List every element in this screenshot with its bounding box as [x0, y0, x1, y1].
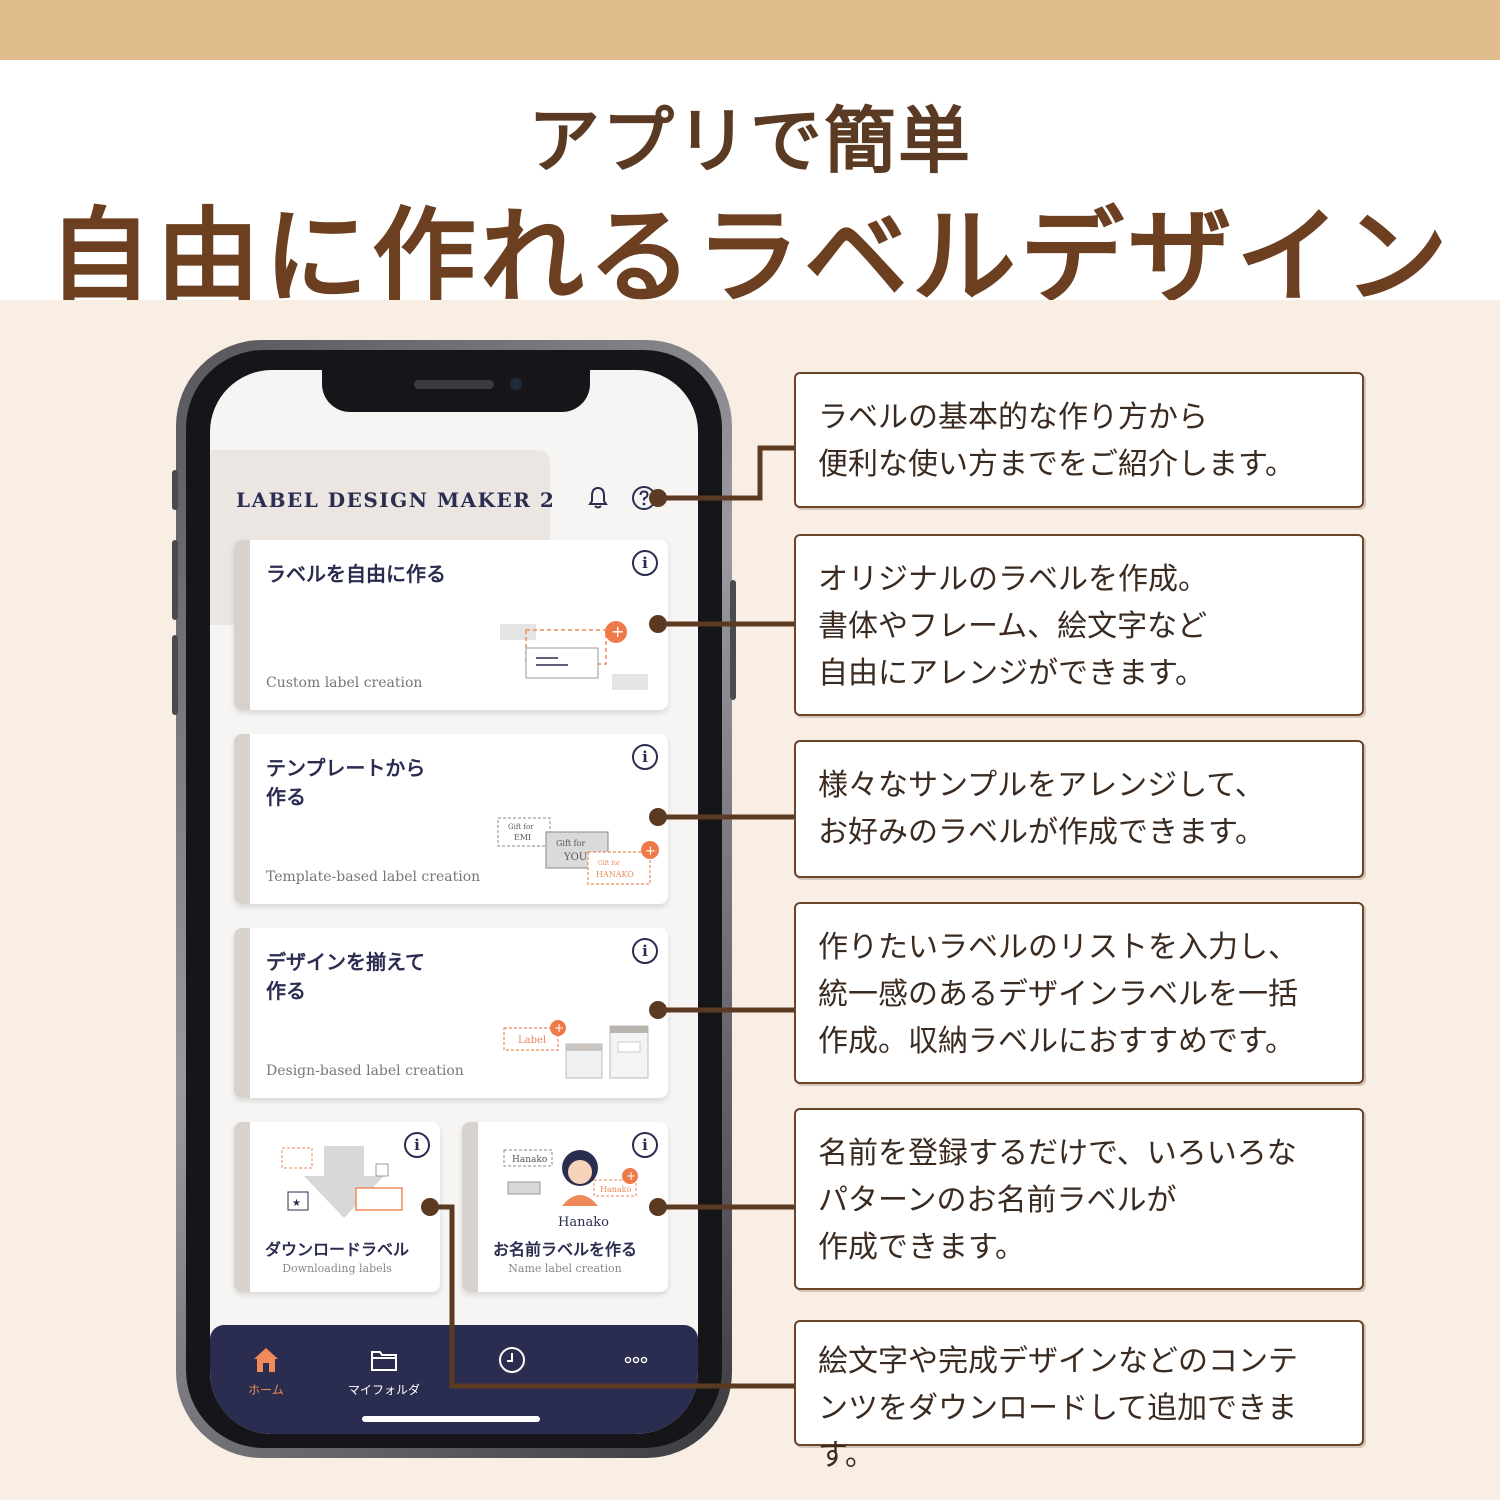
tab-more[interactable]	[586, 1343, 686, 1381]
card-subtitle: Design-based label creation	[266, 1063, 464, 1079]
card-download-labels[interactable]: i ★ ダウンロードラベル Downloading labels	[234, 1122, 440, 1292]
illustration-name: Hanako	[558, 1215, 609, 1230]
svg-text:+: +	[554, 1021, 564, 1035]
headline-line2: 自由に作れるラベルデザイン	[47, 196, 1452, 318]
callout-template-label: 様々なサンプルをアレンジして、 お好みのラベルが作成できます。	[794, 740, 1364, 878]
headline-line1: アプリで簡単	[527, 99, 972, 183]
card-title: ダウンロードラベル	[264, 1240, 409, 1259]
card-subtitle: Custom label creation	[266, 675, 423, 691]
top-band	[0, 0, 1500, 60]
design-label-illustration: Label +	[503, 1020, 649, 1079]
hanako-small-text: Hanako	[600, 1185, 632, 1194]
card-subtitle: Name label creation	[508, 1262, 622, 1275]
card-title: デザインを揃えて 作る	[266, 950, 425, 1003]
info-icon[interactable]: i	[404, 1132, 430, 1158]
template-label-illustration: Gift for EMI Gift for YOU Gift for HANAK…	[497, 817, 659, 885]
volume-up-button	[172, 540, 178, 620]
callout-name-label: 名前を登録するだけで、いろいろな パターンのお名前ラベルが 作成できます。	[794, 1108, 1364, 1290]
info-icon[interactable]: i	[632, 1132, 658, 1158]
info-icon[interactable]: i	[632, 938, 658, 964]
mute-switch	[172, 470, 178, 510]
you-text: YOU	[563, 852, 587, 863]
info-icon[interactable]: i	[632, 744, 658, 770]
info-icon[interactable]: i	[632, 550, 658, 576]
download-illustration: ★	[281, 1146, 403, 1218]
label-text: Label	[518, 1035, 546, 1046]
svg-text:+: +	[626, 1169, 636, 1183]
callout-text: 様々なサンプルをアレンジして、 お好みのラベルが作成できます。	[818, 768, 1265, 850]
svg-text:+: +	[645, 844, 656, 859]
more-icon	[624, 1356, 648, 1364]
hanako-small-text: Hanako	[512, 1155, 547, 1165]
callout-text: 絵文字や完成デザインなどのコンテ ンツをダウンロードして追加できます。	[818, 1344, 1298, 1473]
card-subtitle: Downloading labels	[282, 1262, 392, 1275]
svg-text:+: +	[611, 622, 624, 641]
card-subtitle: Template-based label creation	[266, 869, 481, 885]
app-screen: LABEL DESIGN MAKER 2 ラベルを自由に作る Custom la…	[210, 370, 698, 1434]
svg-text:★: ★	[292, 1198, 301, 1209]
tab-home[interactable]: ホーム	[216, 1343, 316, 1398]
headline-area: アプリで簡単 自由に作れるラベルデザイン	[0, 60, 1500, 318]
gift-for-text: Gift for	[556, 839, 585, 848]
home-icon	[254, 1348, 278, 1372]
tab-history[interactable]	[462, 1343, 562, 1381]
name-label-illustration: Hanako Hanako + Hanako	[503, 1149, 638, 1230]
card-design-label[interactable]: デザインを揃えて 作る Design-based label creation …	[234, 928, 668, 1098]
callout-custom-label: オリジナルのラベルを作成。 書体やフレーム、絵文字など 自由にアレンジができます…	[794, 534, 1364, 716]
volume-down-button	[172, 635, 178, 715]
hanako-caps-text: HANAKO	[596, 870, 634, 879]
bell-icon[interactable]	[584, 484, 612, 512]
home-indicator	[362, 1416, 540, 1422]
card-custom-label[interactable]: ラベルを自由に作る Custom label creation i +	[234, 540, 668, 710]
phone-speaker	[414, 380, 494, 389]
gift-for-text: Gift for	[598, 860, 620, 867]
card-name-labels[interactable]: i Hanako Hanako + Hanako お名前ラベルを作る Name …	[462, 1122, 668, 1292]
phone-camera	[510, 378, 522, 390]
tab-label: マイフォルダ	[347, 1383, 420, 1397]
tab-label: ホーム	[248, 1383, 284, 1397]
emi-text: EMI	[514, 833, 531, 842]
callout-design-label: 作りたいラベルのリストを入力し、 統一感のあるデザインラベルを一括 作成。収納ラ…	[794, 902, 1364, 1084]
help-icon[interactable]	[630, 484, 658, 512]
callout-download: 絵文字や完成デザインなどのコンテ ンツをダウンロードして追加できます。	[794, 1320, 1364, 1473]
tab-my-folder[interactable]: マイフォルダ	[334, 1343, 434, 1398]
callout-text: 名前を登録するだけで、いろいろな パターンのお名前ラベルが 作成できます。	[818, 1136, 1297, 1265]
card-title: お名前ラベルを作る	[492, 1240, 637, 1259]
folder-icon	[371, 1351, 397, 1371]
custom-label-illustration: +	[500, 621, 648, 690]
callout-text: ラベルの基本的な作り方から 便利な使い方までをご紹介します。	[818, 400, 1295, 482]
power-button	[730, 580, 736, 700]
gift-for-text: Gift for	[508, 823, 534, 831]
history-icon	[499, 1347, 525, 1373]
callout-text: 作りたいラベルのリストを入力し、 統一感のあるデザインラベルを一括 作成。収納ラ…	[818, 930, 1298, 1059]
card-template-label[interactable]: テンプレートから 作る Template-based label creatio…	[234, 734, 668, 904]
app-title: LABEL DESIGN MAKER 2	[236, 488, 556, 512]
card-title: テンプレートから 作る	[266, 756, 426, 809]
callout-help: ラベルの基本的な作り方から 便利な使い方までをご紹介します。	[794, 372, 1364, 508]
card-title: ラベルを自由に作る	[266, 562, 446, 586]
callout-text: オリジナルのラベルを作成。 書体やフレーム、絵文字など 自由にアレンジができます…	[818, 562, 1208, 691]
